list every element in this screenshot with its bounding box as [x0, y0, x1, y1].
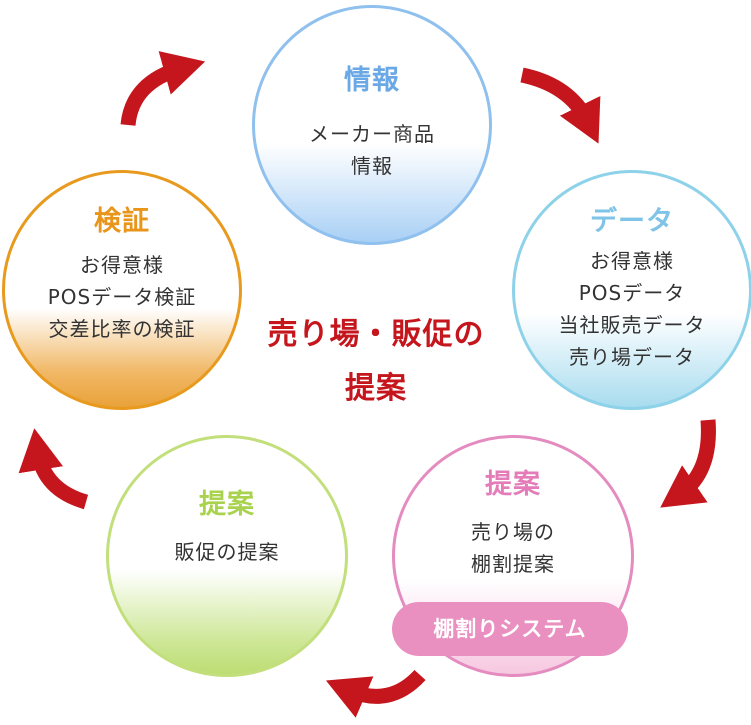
shelf-proposal-title: 提案 [485, 469, 541, 500]
info-line: メーカー商品 [309, 122, 435, 146]
center-caption-line: 提案 [345, 371, 407, 406]
data-line: POSデータ [578, 281, 686, 305]
data-line: お得意様 [590, 249, 674, 273]
arrow-info-to-data [520, 67, 601, 144]
info-line: 情報 [351, 154, 393, 178]
arrow-shelf-to-promotion-proposal [325, 669, 426, 718]
verification-line: お得意様 [80, 253, 164, 277]
data-node: データ お得意様 POSデータ 当社販売データ 売り場データ [512, 170, 751, 410]
center-caption-line: 売り場・販促の [267, 317, 485, 352]
verification-title: 検証 [94, 206, 150, 237]
shelf-proposal-line: 棚割提案 [471, 552, 555, 576]
verification-body: お得意様 POSデータ検証 交差比率の検証 [5, 249, 239, 345]
promotion-proposal-node: 提案 販促の提案 [106, 435, 348, 677]
data-title: データ [590, 206, 674, 237]
promotion-proposal-body: 販促の提案 [109, 536, 345, 568]
arrow-data-to-shelf-proposal [660, 419, 716, 508]
info-node: 情報 メーカー商品 情報 [252, 5, 492, 245]
promotion-proposal-line: 販促の提案 [174, 540, 280, 564]
verification-line: POSデータ検証 [47, 285, 197, 309]
data-line: 当社販売データ [558, 313, 706, 337]
center-caption: 売り場・販促の 提案 [240, 308, 512, 416]
verification-line: 交差比率の検証 [48, 317, 196, 341]
info-body: メーカー商品 情報 [255, 118, 489, 182]
promotion-proposal-title: 提案 [199, 489, 255, 520]
arrow-verification-to-info [120, 51, 206, 127]
info-title: 情報 [344, 65, 400, 96]
data-line: 売り場データ [569, 345, 695, 369]
verification-node: 検証 お得意様 POSデータ検証 交差比率の検証 [2, 170, 242, 410]
shelf-proposal-line: 売り場の [471, 520, 555, 544]
data-body: お得意様 POSデータ 当社販売データ 売り場データ [515, 245, 749, 373]
shelf-proposal-body: 売り場の 棚割提案 [395, 516, 631, 580]
arrow-promotion-to-verification [18, 428, 89, 510]
shelf-system-badge: 棚割りシステム [392, 602, 628, 656]
